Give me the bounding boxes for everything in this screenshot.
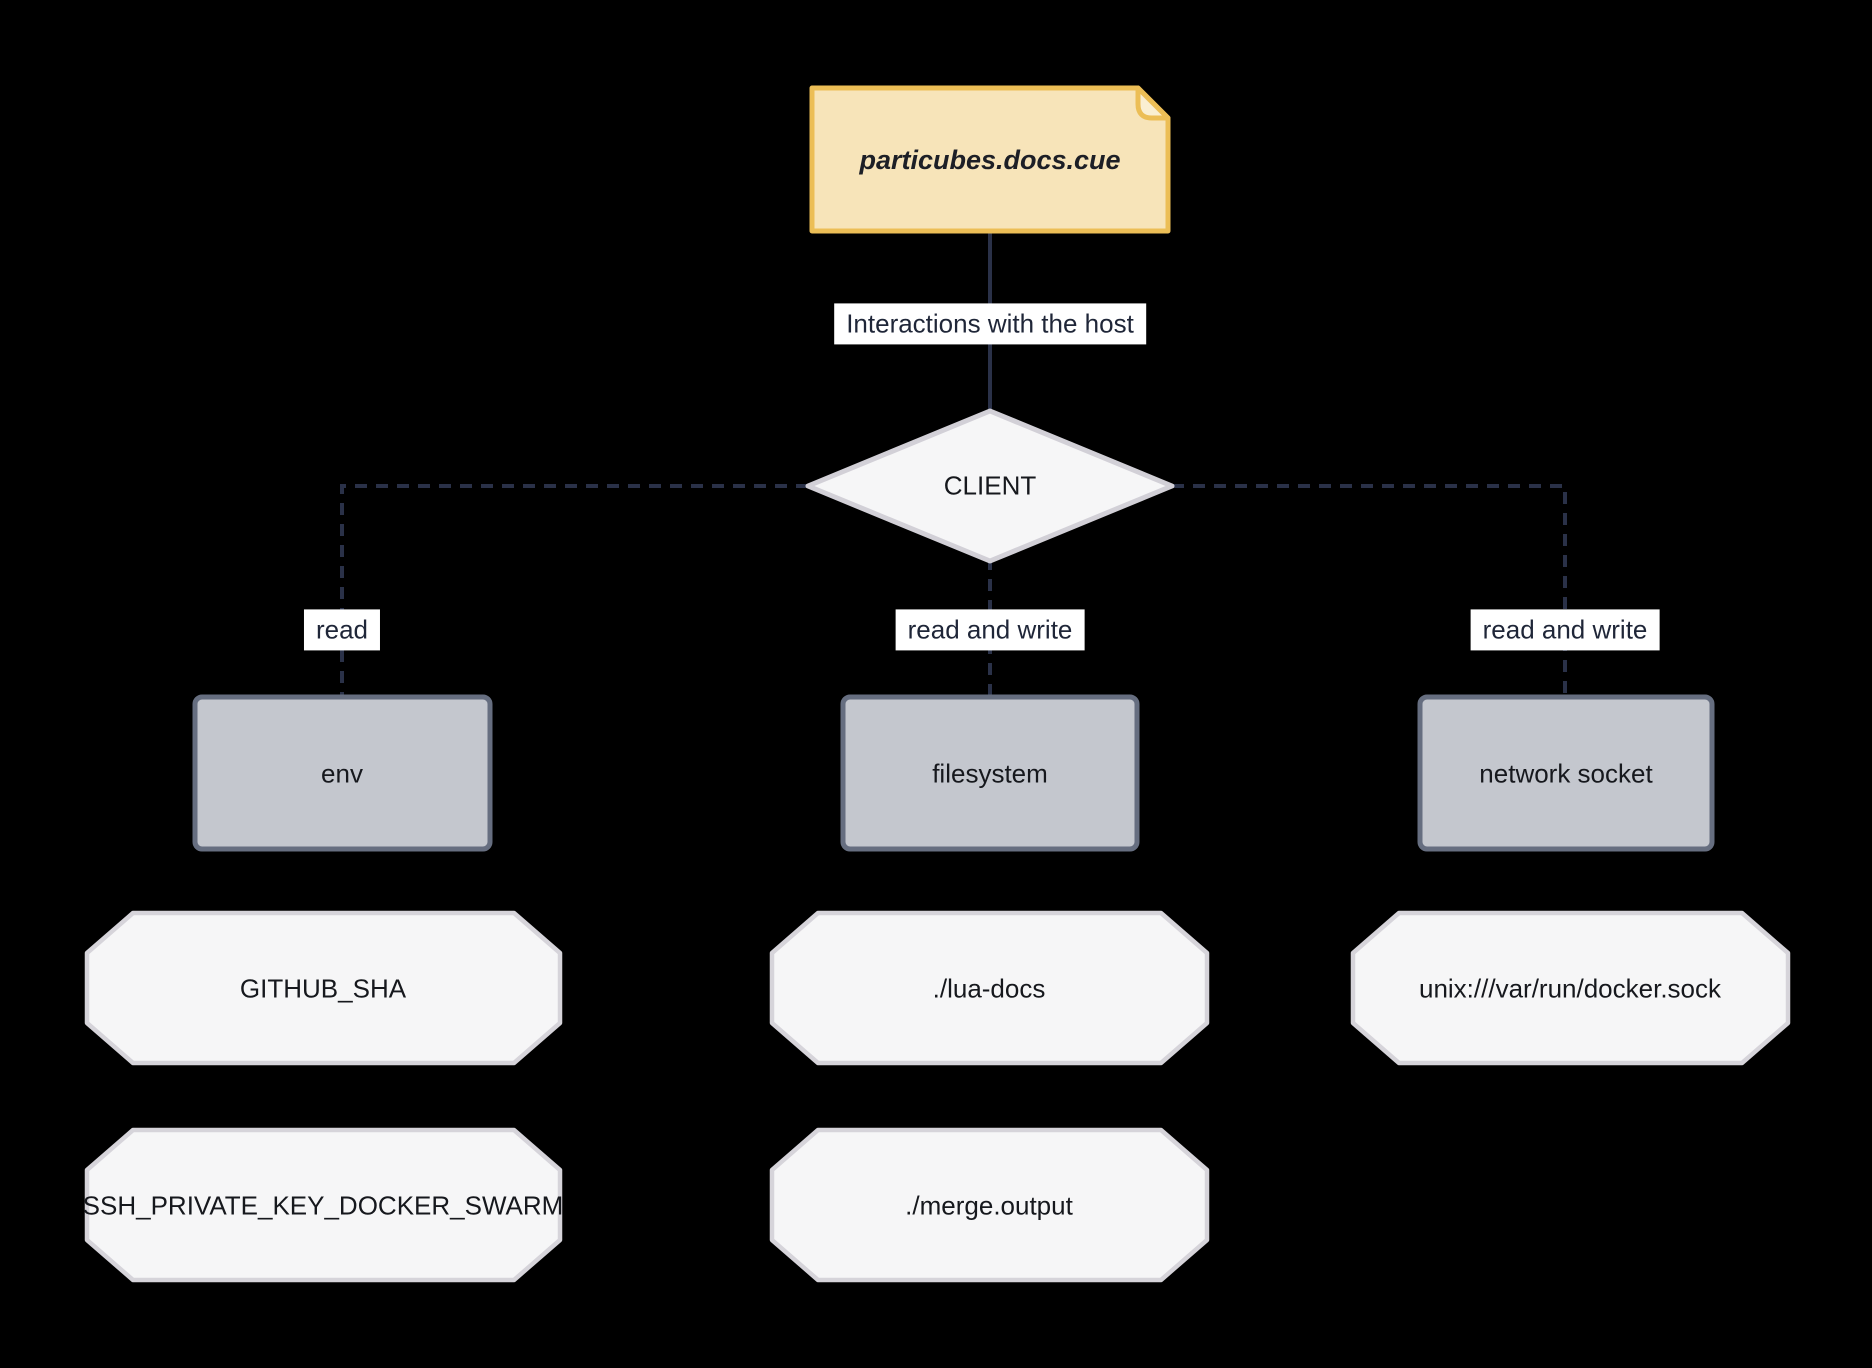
edge-label-read-write-network: read and write bbox=[1470, 609, 1660, 651]
filesystem-box-label: filesystem bbox=[932, 758, 1048, 789]
network-socket-box-shape bbox=[1417, 694, 1715, 852]
edge-label-read-write-filesystem: read and write bbox=[895, 609, 1085, 651]
ssh-key-octagon-label: SSH_PRIVATE_KEY_DOCKER_SWARM bbox=[82, 1190, 564, 1221]
env-box-label: env bbox=[321, 758, 363, 789]
lua-docs-octagon-shape bbox=[769, 910, 1210, 1066]
cue-file-node-shape bbox=[809, 85, 1171, 234]
merge-output-octagon-label: ./merge.output bbox=[905, 1190, 1073, 1221]
cue-file-node-label: particubes.docs.cue bbox=[859, 144, 1121, 175]
ssh-key-octagon-shape bbox=[84, 1127, 563, 1283]
merge-output-octagon-shape bbox=[769, 1127, 1210, 1283]
network-socket-box-label: network socket bbox=[1479, 758, 1653, 789]
edge-client-to-network-socket bbox=[1172, 484, 1567, 700]
github-sha-octagon-label: GITHUB_SHA bbox=[239, 973, 407, 1004]
edge-client-to-env bbox=[340, 484, 808, 700]
cue-file-fold-corner bbox=[1135, 85, 1171, 121]
docker-sock-octagon-label: unix:///var/run/docker.sock bbox=[1418, 973, 1722, 1004]
client-diamond-shape bbox=[805, 408, 1175, 564]
edge-label-read: read bbox=[303, 609, 381, 651]
filesystem-box-shape bbox=[840, 694, 1140, 852]
edge-label-host-interactions: Interactions with the host bbox=[834, 303, 1146, 345]
client-diamond-label: CLIENT bbox=[943, 470, 1037, 501]
lua-docs-octagon-label: ./lua-docs bbox=[932, 973, 1046, 1004]
env-box-shape bbox=[192, 694, 493, 852]
docker-sock-octagon-shape bbox=[1350, 910, 1791, 1066]
github-sha-octagon-shape bbox=[84, 910, 563, 1066]
